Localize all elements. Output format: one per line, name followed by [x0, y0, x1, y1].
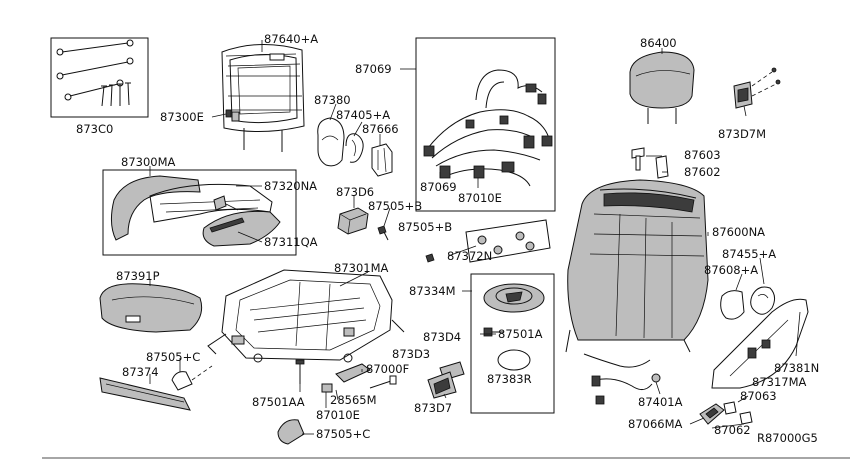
clip-87505b-b — [425, 253, 435, 263]
label-87603: 87603 — [684, 148, 721, 162]
label-87640a: 87640+A — [264, 32, 318, 46]
headrest-86400 — [629, 51, 695, 124]
guide-87602 — [655, 155, 669, 179]
connector-87010e — [321, 383, 333, 393]
label-28565m: 28565M — [330, 393, 377, 407]
switch-87066ma — [699, 403, 725, 425]
sensor-28565m — [369, 375, 397, 389]
label-87320na: 87320NA — [264, 179, 317, 193]
knob-87608 — [720, 290, 745, 320]
rod-set-873c0 — [50, 37, 149, 118]
panel-87372n — [465, 219, 551, 263]
guide-87603 — [631, 147, 645, 171]
label-87063: 87063 — [740, 389, 777, 403]
harness-87069 — [415, 37, 556, 212]
label-86400: 86400 — [640, 36, 677, 50]
label-87505b-b: 87505+B — [398, 220, 452, 234]
label-87311qa: 87311QA — [264, 235, 318, 249]
knob-87455 — [750, 286, 776, 315]
label-87505c-a: 87505+C — [146, 350, 200, 364]
sensor-box-87334m — [470, 273, 555, 414]
cushion-87300ma — [102, 169, 297, 256]
label-87069-b: 87069 — [420, 180, 457, 194]
label-873d7: 873D7 — [414, 401, 452, 415]
cover-87666 — [371, 143, 393, 177]
label-873c0: 873C0 — [76, 122, 113, 136]
label-87374: 87374 — [122, 365, 159, 379]
pad-87391p — [99, 283, 203, 333]
module-87000f — [335, 363, 371, 383]
label-87317ma: 87317MA — [752, 375, 807, 389]
label-87066ma: 87066MA — [628, 417, 683, 431]
bolt-87501aa — [295, 359, 305, 384]
label-87000f: 87000F — [366, 362, 409, 376]
label-87300ma: 87300MA — [121, 155, 176, 169]
label-87372n: 87372N — [447, 249, 492, 263]
label-873d6: 873D6 — [336, 185, 374, 199]
part-labels: 873C0 87640+A 87300E 87380 87405+A 87666… — [76, 32, 819, 445]
label-87505c-b: 87505+C — [316, 427, 370, 441]
label-87381n: 87381N — [774, 361, 819, 375]
label-87069-a: 87069 — [355, 62, 392, 76]
module-873d6 — [337, 207, 369, 235]
label-87602: 87602 — [684, 165, 721, 179]
label-87666: 87666 — [362, 122, 399, 136]
label-87010e-b: 87010E — [316, 408, 360, 422]
label-873d7m: 873D7M — [718, 127, 766, 141]
label-87383r: 87383R — [487, 372, 532, 386]
cover-87062 — [739, 411, 753, 425]
label-873d3: 873D3 — [392, 347, 430, 361]
reference-code: R87000G5 — [757, 431, 818, 445]
back-harness — [583, 353, 661, 405]
label-873d4: 873D4 — [423, 330, 461, 344]
cover-87063 — [723, 401, 737, 415]
label-87380: 87380 — [314, 93, 351, 107]
label-87300e: 87300E — [160, 110, 204, 124]
clip-87505b-a — [377, 225, 389, 241]
front-trim-87374 — [99, 377, 191, 411]
label-87501aa: 87501AA — [252, 395, 305, 409]
switch-873d3 — [427, 371, 457, 399]
clip-87505c-b — [277, 419, 305, 445]
bracket-87380 — [317, 117, 345, 167]
label-87608a: 87608+A — [704, 263, 758, 277]
label-87334m: 87334M — [409, 284, 456, 298]
label-87062: 87062 — [714, 423, 751, 437]
label-87505b-a: 87505+B — [368, 199, 422, 213]
finisher-87381n — [711, 298, 809, 389]
label-87301ma: 87301MA — [334, 261, 389, 275]
label-87600na: 87600NA — [712, 225, 765, 239]
label-87391p: 87391P — [116, 269, 160, 283]
label-87010e-a: 87010E — [458, 191, 502, 205]
seatback-87600na — [565, 179, 709, 353]
clip-87300e — [225, 109, 232, 118]
seat-back-frame-87640 — [221, 44, 305, 152]
seat-frame-87301ma — [207, 269, 405, 363]
leader-lines — [149, 40, 801, 435]
clip-87505c-a — [171, 365, 213, 391]
lever-87405 — [345, 133, 364, 163]
label-87401a: 87401A — [638, 395, 683, 409]
label-87501a: 87501A — [498, 327, 543, 341]
label-87405a: 87405+A — [336, 108, 390, 122]
switch-873d7m — [733, 67, 781, 109]
label-87455a: 87455+A — [722, 247, 776, 261]
